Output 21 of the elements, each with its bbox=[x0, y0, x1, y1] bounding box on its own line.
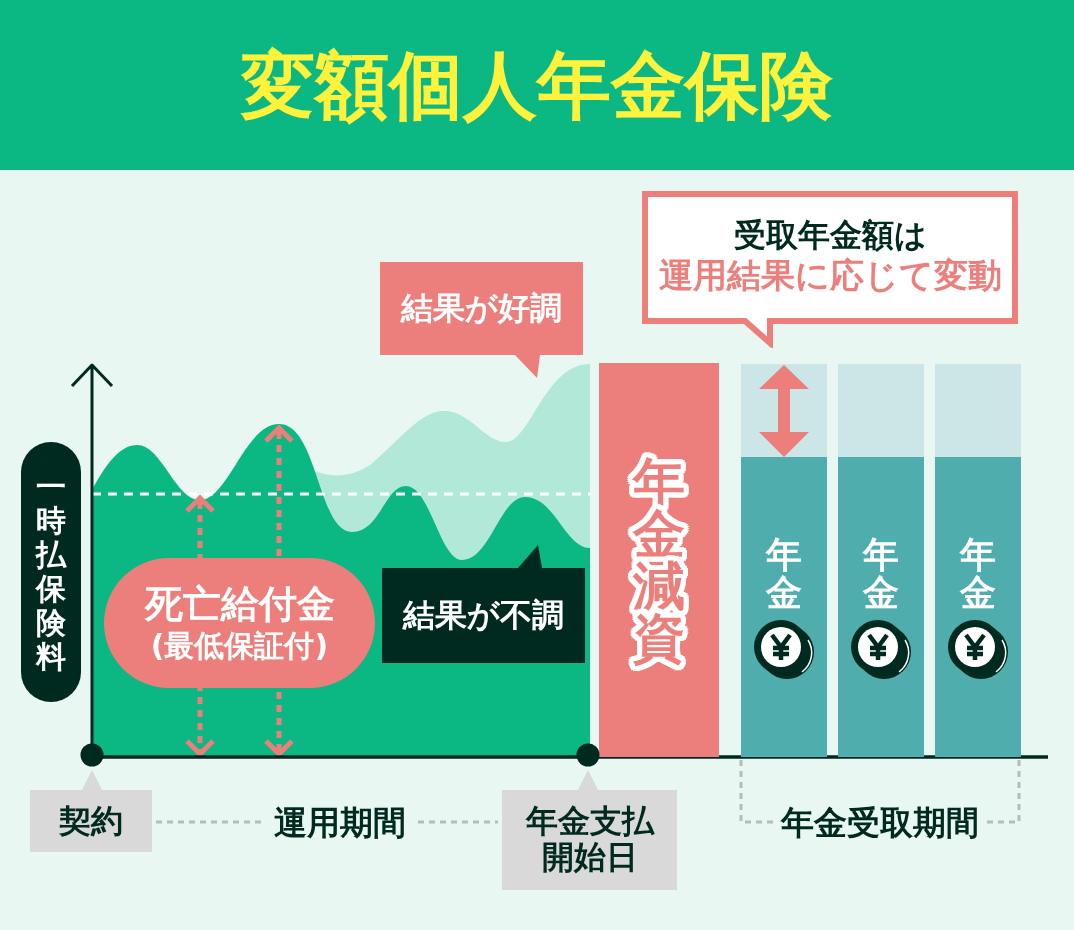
pension-bar bbox=[935, 364, 1021, 757]
bar-label: 年金 bbox=[960, 536, 996, 612]
pill-subtext: (最低保証付) bbox=[150, 627, 329, 664]
axis-title: 一時払保険料 bbox=[36, 470, 66, 674]
callout-text: 結果が好調 bbox=[401, 289, 562, 328]
bar-label: 年金 bbox=[863, 536, 899, 612]
axis-title-pill bbox=[21, 442, 81, 702]
bar-label: 年金 bbox=[766, 536, 802, 612]
pension-bar bbox=[838, 364, 924, 757]
callout-text: 結果が不調 bbox=[403, 596, 564, 635]
pension-bar bbox=[741, 364, 827, 757]
timeline-label: 契約 bbox=[59, 801, 123, 841]
callout-heading: 受取年金額は bbox=[733, 216, 927, 255]
timeline-label: 年金支払開始日 bbox=[524, 804, 655, 876]
title: 変額個人年金保険 bbox=[241, 45, 833, 127]
fund-bar bbox=[599, 363, 719, 757]
pill-heading: 死亡給付金 bbox=[144, 582, 335, 628]
period-label: 年金受取期間 bbox=[781, 803, 979, 843]
callout-text: 運用結果に応じて変動 bbox=[658, 254, 1002, 296]
period-label: 運用期間 bbox=[274, 803, 406, 843]
bar-label: 年金減資 bbox=[626, 449, 692, 671]
